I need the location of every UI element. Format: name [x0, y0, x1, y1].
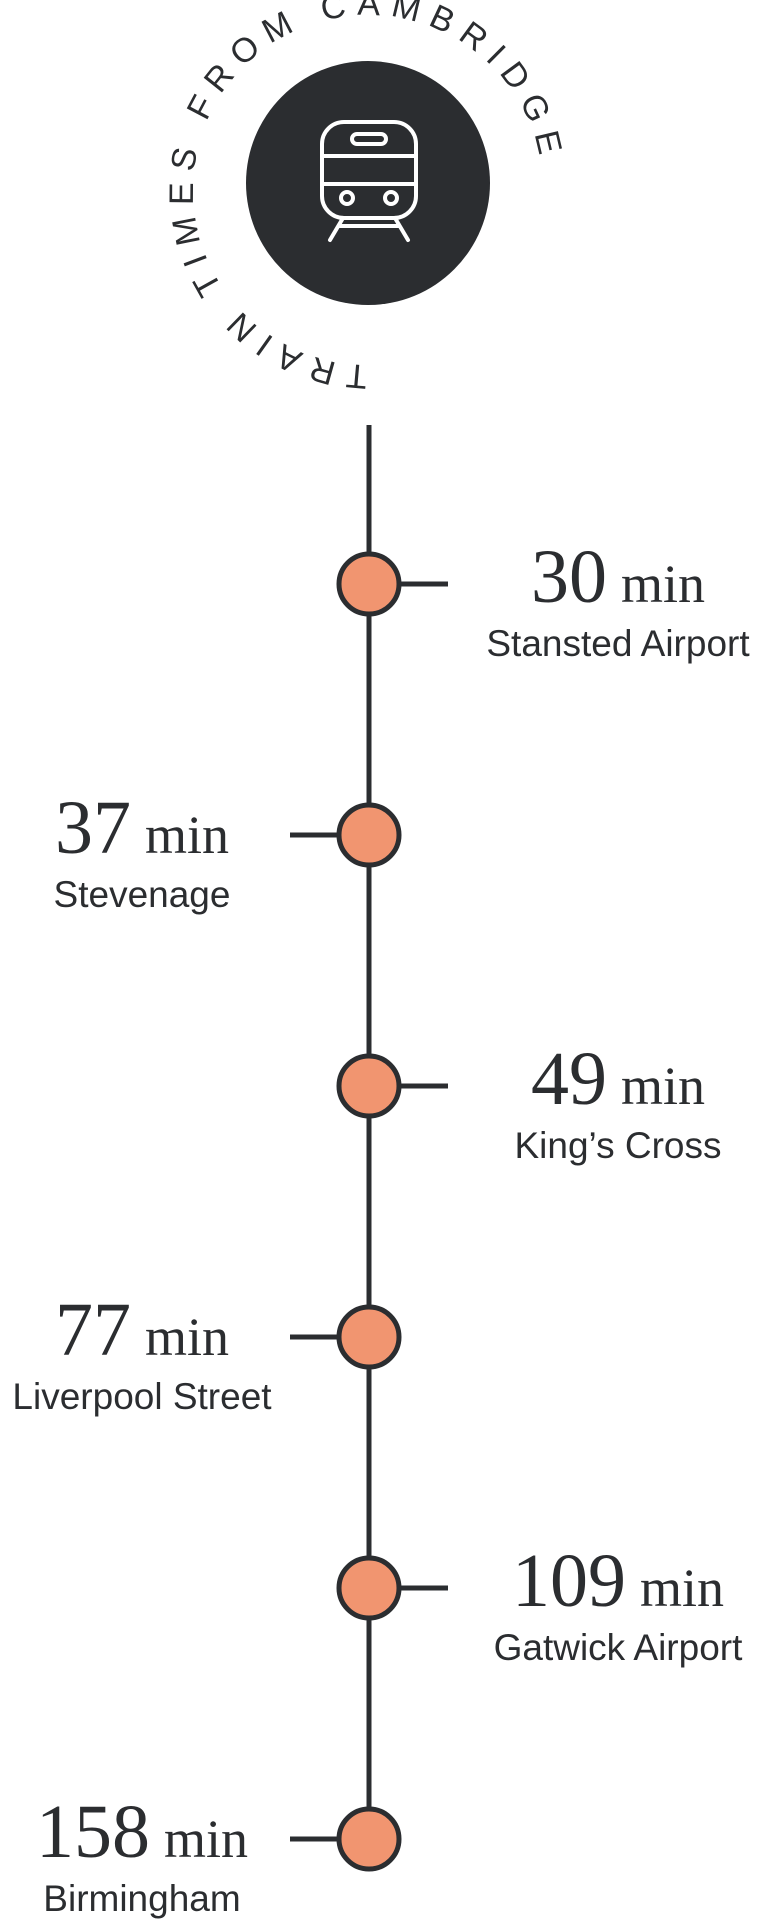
stop-time-value: 37: [55, 786, 131, 870]
header-badge: TRAIN TIMES FROM CAMBRIDGE: [163, 0, 561, 396]
train-icon: [320, 120, 418, 242]
stop-dot: [336, 802, 402, 868]
stop-dot: [336, 551, 402, 617]
stop-time-unit: min: [640, 1558, 724, 1618]
stop-dot: [336, 1053, 402, 1119]
stop-time-value: 109: [512, 1539, 626, 1623]
stop-time-value: 158: [36, 1790, 150, 1874]
stop-station: Stansted Airport: [486, 623, 750, 664]
stop-time-unit: min: [164, 1809, 248, 1869]
stop-time-unit: min: [145, 1307, 229, 1367]
stop-time-unit: min: [621, 1056, 705, 1116]
stop-dot: [336, 1806, 402, 1872]
stop-station: Stevenage: [54, 874, 231, 915]
stop-time-unit: min: [621, 554, 705, 614]
stop-station: Birmingham: [43, 1878, 240, 1919]
stop-dot: [336, 1555, 402, 1621]
stop-station: King’s Cross: [514, 1125, 721, 1166]
stop-time-value: 49: [531, 1037, 607, 1121]
stop-station: Gatwick Airport: [494, 1627, 744, 1668]
stop-time-value: 30: [531, 535, 607, 619]
stop-time-value: 77: [55, 1288, 131, 1372]
stop-station: Liverpool Street: [12, 1376, 272, 1417]
stop-dot: [336, 1304, 402, 1370]
stop-time-unit: min: [145, 805, 229, 865]
